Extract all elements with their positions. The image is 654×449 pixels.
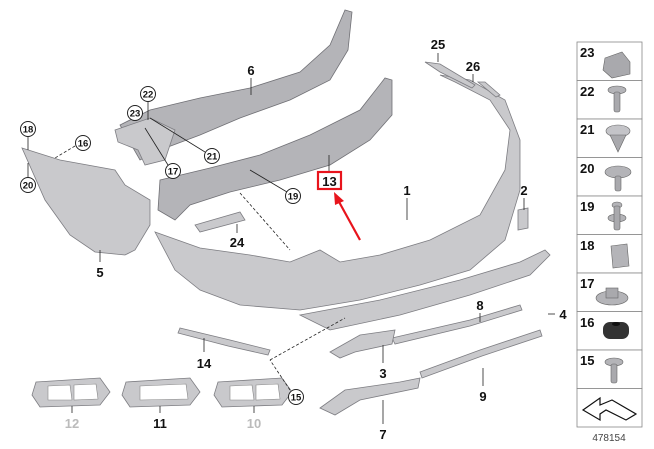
bolt-icon [604,357,624,384]
callout-9[interactable]: 9 [479,389,486,404]
svg-text:20: 20 [23,181,34,192]
part-4-diffuser[interactable] [298,249,551,331]
callout-26[interactable]: 26 [466,59,480,74]
callout-2[interactable]: 2 [520,183,527,198]
part-10-exhaust-trim[interactable] [213,377,293,408]
direction-arrow-icon [581,396,638,422]
callout-4[interactable]: 4 [559,307,567,322]
push-clip-icon [607,201,627,231]
callout-13-highlighted[interactable]: 13 [316,170,343,191]
svg-text:21: 21 [207,152,218,163]
part-13-absorber[interactable] [157,77,393,221]
svg-text:13: 13 [322,174,336,189]
callout-21[interactable]: 21 [204,148,220,164]
leader-lines [27,53,555,424]
screw-icon [607,85,627,113]
legend-item-20[interactable]: 20 [576,157,643,197]
svg-text:17: 17 [580,276,594,291]
part-26-strip[interactable] [476,81,501,98]
svg-text:16: 16 [580,315,594,330]
callout-8[interactable]: 8 [476,298,483,313]
legend-item-direction [576,388,643,428]
legend-item-22[interactable]: 22 [576,80,643,120]
callout-14[interactable]: 14 [197,356,212,371]
svg-text:18: 18 [23,125,34,136]
speed-nut-icon [610,243,630,269]
diagram-number: 478154 [592,433,626,444]
callout-12[interactable]: 12 [65,416,79,431]
svg-text:18: 18 [580,238,594,253]
part-2[interactable] [517,207,529,231]
svg-text:15: 15 [580,353,594,368]
svg-text:22: 22 [143,90,154,101]
svg-text:20: 20 [580,161,594,176]
part-25-strip[interactable] [424,61,476,89]
callout-23[interactable]: 23 [127,105,143,121]
legend-item-21[interactable]: 21 [576,118,643,158]
callout-19[interactable]: 19 [285,188,301,204]
svg-text:19: 19 [580,199,594,214]
highlight-arrow [334,192,361,241]
callout-16[interactable]: 16 [75,135,91,151]
callout-20[interactable]: 20 [20,177,36,193]
part-11-exhaust-trim[interactable] [121,377,201,408]
callout-11[interactable]: 11 [153,416,167,431]
svg-text:17: 17 [168,167,179,178]
callout-3[interactable]: 3 [379,366,386,381]
callout-6[interactable]: 6 [247,63,254,78]
callout-18[interactable]: 18 [20,121,36,137]
callout-24[interactable]: 24 [230,235,245,250]
legend-item-23[interactable]: 23 [576,41,643,81]
legend-item-18[interactable]: 18 [576,234,643,274]
callout-5[interactable]: 5 [96,265,103,280]
flange-nut-icon [595,287,629,306]
legend-item-17[interactable]: 17 [576,272,643,312]
callout-10[interactable]: 10 [247,416,261,431]
part-7-trim[interactable] [319,377,421,416]
callout-17[interactable]: 17 [165,163,181,179]
svg-text:19: 19 [288,192,299,203]
part-24[interactable] [194,211,246,233]
callout-15[interactable]: 15 [288,389,304,405]
legend-item-15[interactable]: 15 [576,349,643,389]
collar-screw-icon [604,165,632,192]
legend-item-16[interactable]: 16 [576,311,643,351]
rubber-buffer-icon [603,322,629,339]
callout-7[interactable]: 7 [379,427,386,442]
callout-1[interactable]: 1 [403,183,410,198]
callout-22[interactable]: 22 [140,86,156,102]
part-14-strip[interactable] [177,327,271,356]
part-1-bumper-cover[interactable] [154,74,521,311]
expanding-rivet-icon [605,124,631,153]
svg-text:22: 22 [580,84,594,99]
part-12-exhaust-trim[interactable] [31,377,111,408]
clip-nut-icon [602,51,631,79]
part-6-carrier[interactable] [119,9,353,161]
svg-text:21: 21 [580,122,594,137]
callout-25[interactable]: 25 [431,37,445,52]
part-9-trim[interactable] [419,329,543,379]
svg-text:23: 23 [580,45,594,60]
part-3-trim[interactable] [329,329,396,359]
fastener-legend: 23 22 21 20 19 18 17 16 15 478154 [576,41,643,444]
svg-text:23: 23 [130,109,141,120]
svg-text:16: 16 [78,139,89,150]
part-5-side-bracket[interactable] [21,147,151,256]
svg-text:15: 15 [291,393,302,404]
part-8-trim[interactable] [391,304,523,345]
legend-item-19[interactable]: 19 [576,195,643,235]
part-bracket-upper[interactable] [114,117,176,166]
